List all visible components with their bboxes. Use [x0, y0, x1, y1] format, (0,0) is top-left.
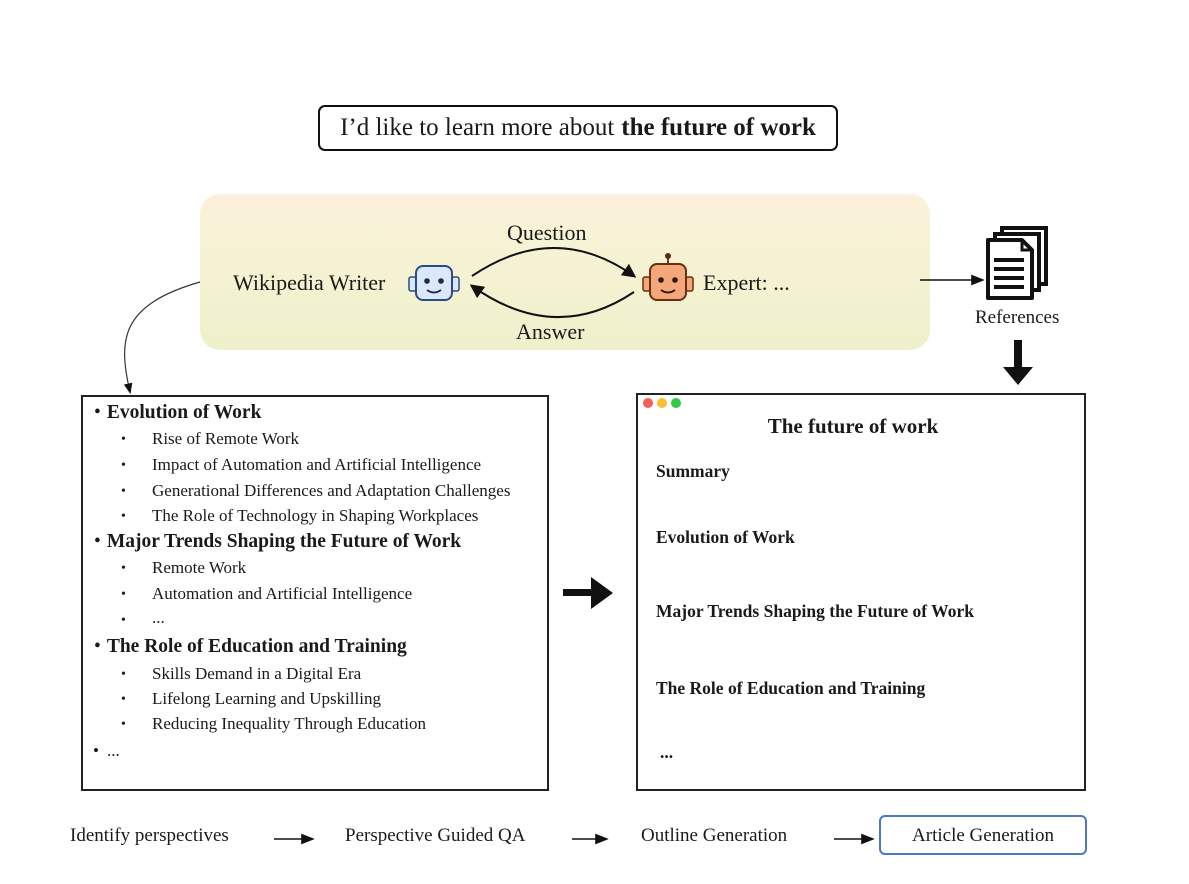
bullet: •: [121, 692, 126, 707]
window-maximize-dot: [671, 398, 681, 408]
bullet: •: [121, 587, 126, 602]
outline-arrow: [123, 281, 201, 395]
outline-section-title: •Major Trends Shaping the Future of Work: [94, 531, 462, 552]
outline-section-title: •The Role of Education and Training: [94, 636, 407, 657]
outline-item: Impact of Automation and Artificial Inte…: [152, 455, 482, 474]
outline-item: Generational Differences and Adaptation …: [152, 481, 511, 500]
window-minimize-dot: [657, 398, 667, 408]
expert-robot-icon: [642, 253, 694, 301]
window-close-dot: [643, 398, 653, 408]
bullet: •: [121, 561, 126, 576]
references-down-head: [1003, 367, 1033, 385]
outline-trailing: •...: [93, 741, 120, 760]
outline-item: Reducing Inequality Through Education: [152, 714, 426, 733]
references-label: References: [975, 307, 1060, 328]
bullet: •: [121, 432, 126, 447]
pipeline-step-qa: Perspective Guided QA: [345, 825, 526, 846]
bullet: •: [121, 717, 126, 732]
bullet: •: [121, 458, 126, 473]
answer-arrow: [469, 284, 635, 318]
outline-item: Rise of Remote Work: [152, 429, 300, 448]
answer-label: Answer: [516, 319, 585, 344]
outline-item: ...: [152, 608, 165, 627]
outline-section-title: •Evolution of Work: [94, 402, 262, 423]
article-title: The future of work: [767, 414, 939, 438]
outline-item: Skills Demand in a Digital Era: [152, 664, 362, 683]
outline-item: Lifelong Learning and Upskilling: [152, 689, 381, 708]
outline-box: [81, 395, 549, 791]
question-label: Question: [507, 220, 587, 245]
prompt-prefix: I’d like to learn more about: [340, 114, 615, 141]
pipeline-step-identify: Identify perspectives: [70, 825, 229, 846]
references-down-shaft: [1014, 340, 1022, 370]
article-window: [636, 393, 1086, 791]
prompt-box: I’d like to learn more about the future …: [318, 105, 838, 151]
pipeline-step-article: Article Generation: [912, 825, 1054, 846]
bullet: •: [121, 613, 126, 628]
outline-item: The Role of Technology in Shaping Workpl…: [152, 506, 479, 525]
article-section: ...: [660, 742, 674, 762]
bullet: •: [121, 667, 126, 682]
question-arrow: [471, 247, 637, 278]
bullet: •: [121, 509, 126, 524]
prompt-topic: the future of work: [621, 114, 816, 141]
article-section: Summary: [656, 461, 730, 481]
documents-icon: [986, 226, 1048, 300]
outline-item: Automation and Artificial Intelligence: [152, 584, 413, 603]
article-section: Evolution of Work: [656, 527, 795, 547]
arrow-right-icon: [563, 577, 613, 609]
article-section: Major Trends Shaping the Future of Work: [656, 601, 974, 621]
pipeline-highlight-box: [879, 815, 1087, 855]
writer-robot-icon: [408, 265, 460, 301]
wikipedia-writer-label: Wikipedia Writer: [233, 270, 386, 295]
outline-item: Remote Work: [152, 558, 247, 577]
article-section: The Role of Education and Training: [656, 678, 926, 698]
conversation-panel: [200, 194, 930, 350]
expert-label: Expert: ...: [703, 270, 790, 295]
bullet: •: [121, 484, 126, 499]
pipeline-step-outline: Outline Generation: [641, 825, 788, 846]
